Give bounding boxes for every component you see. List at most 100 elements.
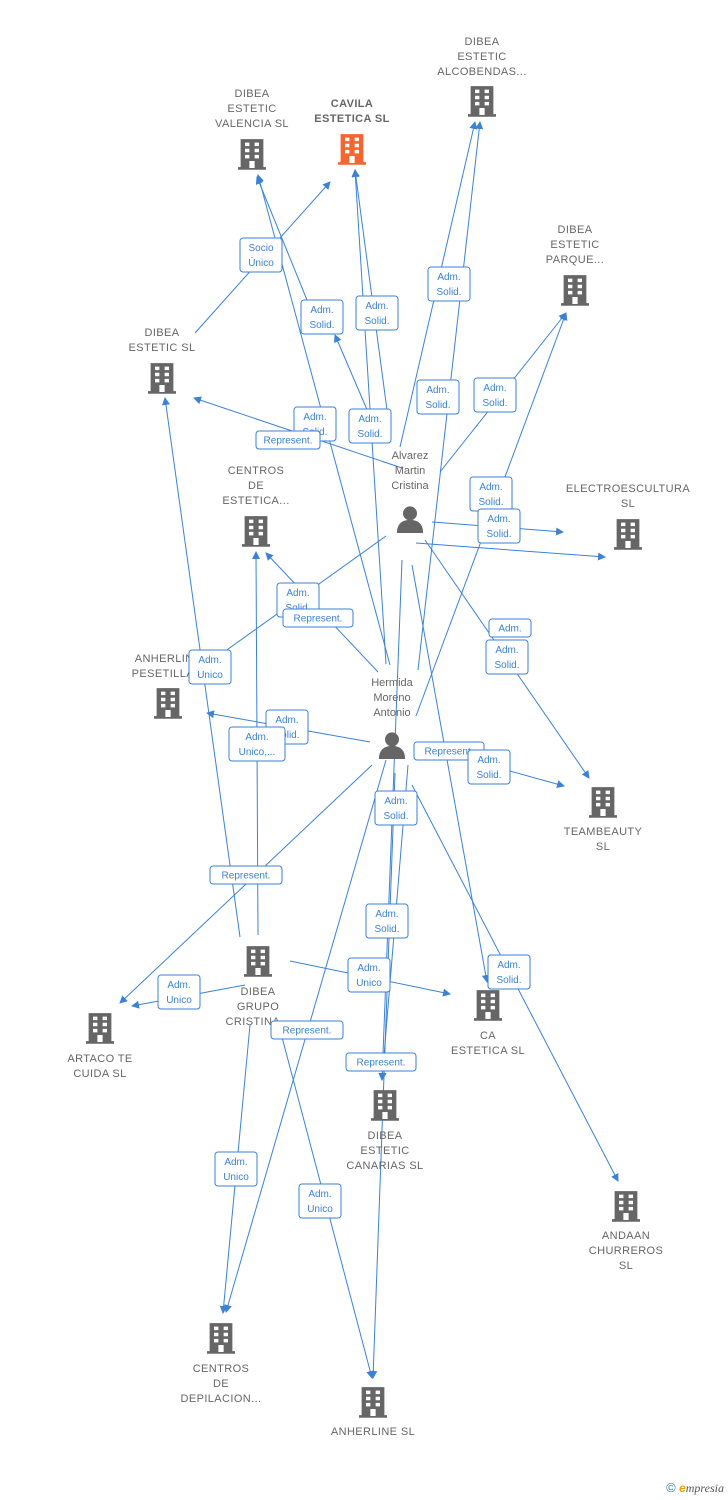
building-icon xyxy=(154,688,182,719)
company-node-electro[interactable]: ELECTROESCULTURA SL xyxy=(566,483,690,550)
building-icon xyxy=(468,86,496,117)
company-name-line: ELECTROESCULTURA xyxy=(566,483,690,495)
edge-label-text: Solid. xyxy=(494,660,519,671)
edge-label: Adm.Solid. xyxy=(365,903,409,939)
edge-label-box xyxy=(347,957,391,993)
company-name-line: CENTROS xyxy=(228,465,285,477)
building-icon xyxy=(371,1090,399,1121)
edge-label-text: Adm. xyxy=(245,732,268,743)
edge-label-text: Unico xyxy=(307,1204,333,1215)
company-node-centrosest[interactable]: CENTROSDEESTETICA... xyxy=(222,465,289,547)
company-name-line: SL xyxy=(621,498,635,510)
edge-label-box xyxy=(228,726,286,762)
company-node-parque[interactable]: DIBEAESTETICPARQUE... xyxy=(546,224,604,306)
edge-label-text: Adm. xyxy=(487,514,510,525)
company-name-line: DIBEA xyxy=(240,986,275,998)
edge-label-text: Adm. xyxy=(286,588,309,599)
company-name-line: CENTROS xyxy=(193,1363,250,1375)
company-name-line: ALCOBENDAS... xyxy=(437,66,527,78)
footer-brand: © empresia xyxy=(666,1480,724,1496)
edge-label-text: Adm. xyxy=(275,715,298,726)
edge-label: Adm.Solid. xyxy=(477,508,521,544)
building-icon xyxy=(614,519,642,550)
building-icon xyxy=(474,990,502,1021)
edge-label-text: Unico xyxy=(197,670,223,681)
company-node-anherline[interactable]: ANHERLINE SL xyxy=(331,1387,415,1438)
edge-label-text: Adm. xyxy=(365,301,388,312)
company-name-line: ANHERLINE SL xyxy=(331,1426,415,1438)
company-name-line: DEPILACION... xyxy=(181,1393,262,1405)
edge-label-text: Represent. xyxy=(294,614,343,625)
edge-label-text: Adm. xyxy=(224,1157,247,1168)
edge-label-text: Solid. xyxy=(478,497,503,508)
company-name-line: ESTETIC xyxy=(227,103,276,115)
person-name-line: Cristina xyxy=(391,480,429,492)
company-name-line: ANDAAN xyxy=(602,1230,650,1242)
edge-label: Represent. xyxy=(255,430,321,450)
edge-labels-layer: SocioÚnicoAdm.Solid.Adm.Solid.Adm.Solid.… xyxy=(157,237,532,1219)
edge-label-box xyxy=(355,295,399,331)
company-name-line: CA xyxy=(480,1030,496,1042)
edge-label-text: Solid. xyxy=(482,398,507,409)
edge-label-text: Solid. xyxy=(425,400,450,411)
edge-label-box xyxy=(348,408,392,444)
edge-label-box xyxy=(473,377,517,413)
edge-label-text: Único xyxy=(248,256,274,269)
company-name-line: ARTACO TE xyxy=(67,1053,132,1065)
edge-label-text: Adm. xyxy=(308,1189,331,1200)
relationship-edge xyxy=(369,772,396,1379)
edge-label-box xyxy=(374,790,418,826)
edge-label-box xyxy=(467,749,511,785)
edge-label: Adm. Solid. xyxy=(416,379,460,415)
edge-label: Represent. xyxy=(270,1020,344,1040)
edge-label-text: Adm. xyxy=(437,272,460,283)
edge-label-text: Unico xyxy=(166,995,192,1006)
edge-label-text: Adm. xyxy=(495,645,518,656)
relationship-edge xyxy=(334,334,369,413)
edge-label-box xyxy=(298,1183,342,1219)
person-name-line: Alvarez xyxy=(392,450,429,462)
company-node-alcobendas[interactable]: DIBEAESTETICALCOBENDAS... xyxy=(437,36,527,117)
edge-label-box xyxy=(255,430,321,450)
company-name-line: TEAMBEAUTY xyxy=(564,826,643,838)
edge-label-box xyxy=(157,974,201,1010)
person-name-line: Antonio xyxy=(373,707,410,719)
company-name-line: DIBEA xyxy=(557,224,592,236)
edge-label-box xyxy=(188,649,232,685)
nodes-layer: DIBEAESTETICALCOBENDAS...DIBEAESTETICVAL… xyxy=(67,36,690,1438)
person-icon xyxy=(378,732,406,759)
person-name-line: Moreno xyxy=(373,692,410,704)
edge-label-text: Represent. xyxy=(264,436,313,447)
company-name-line: ESTETIC xyxy=(550,239,599,251)
edge-label-text: Represent. xyxy=(425,747,474,758)
edge-label-text: Solid. xyxy=(364,316,389,327)
edge-label-box xyxy=(239,237,283,273)
edge-label-text: Unico xyxy=(356,978,382,989)
edge-label: Adm. Solid. xyxy=(467,749,511,785)
company-node-pesetilla[interactable]: ANHERLINEPESETILLA... xyxy=(132,653,205,719)
edge-label-text: Adm. xyxy=(426,385,449,396)
edge-label-text: Adm. xyxy=(477,755,500,766)
company-node-depilacion[interactable]: CENTROSDEDEPILACION... xyxy=(181,1323,262,1405)
company-name-line: DE xyxy=(248,480,264,492)
edge-label-text: Adm. xyxy=(479,482,502,493)
edge-label-box xyxy=(477,508,521,544)
edge-label-text: Solid. xyxy=(436,287,461,298)
edge-label: Adm.Unico xyxy=(157,974,201,1010)
edge-label-text: Adm. xyxy=(357,963,380,974)
edge-label-text: Solid. xyxy=(476,770,501,781)
edge-label-box xyxy=(345,1052,417,1072)
building-icon xyxy=(612,1191,640,1222)
building-icon xyxy=(561,275,589,306)
